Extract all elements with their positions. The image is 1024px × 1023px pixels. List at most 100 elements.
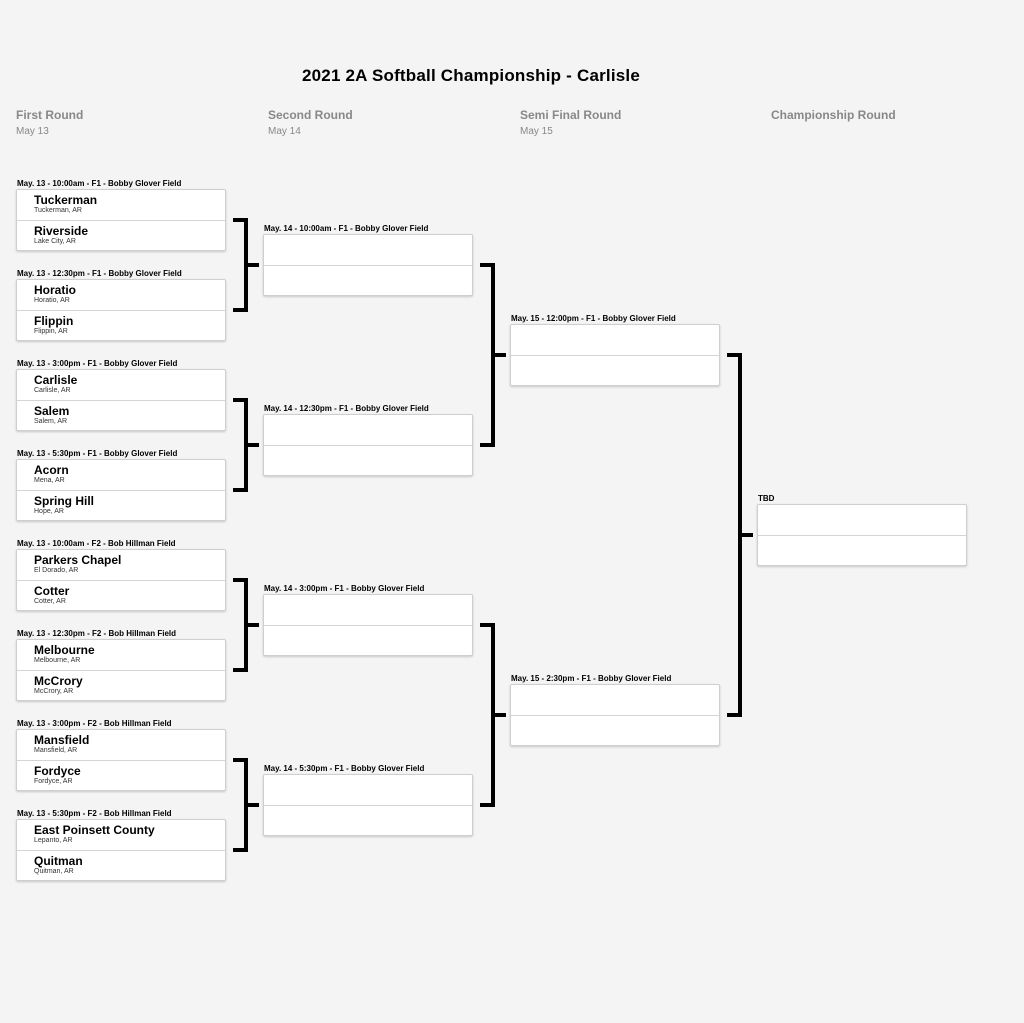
team-name: Quitman: [34, 854, 83, 868]
matchup-r1-6[interactable]: Melbourne Melbourne, AR McCrory McCrory,…: [16, 639, 226, 701]
connector-r2-g2: [480, 623, 506, 807]
team-slot-empty[interactable]: [264, 595, 472, 626]
team-slot[interactable]: East Poinsett County Lepanto, AR: [17, 820, 225, 851]
round-header-championship: Championship Round: [771, 108, 1001, 126]
team-name: Parkers Chapel: [34, 553, 122, 567]
team-name: Cotter: [34, 584, 70, 598]
team-location: Melbourne, AR: [34, 657, 81, 664]
team-location: McCrory, AR: [34, 688, 74, 695]
team-location: Cotter, AR: [34, 598, 66, 605]
connector-r1-g4: [233, 758, 259, 852]
round-header-semi: Semi Final Round May 15: [520, 108, 750, 138]
matchup-r1-8[interactable]: East Poinsett County Lepanto, AR Quitman…: [16, 819, 226, 881]
game-label-r2-3: May. 14 - 3:00pm - F1 - Bobby Glover Fie…: [264, 584, 425, 593]
round-name: Second Round: [268, 108, 353, 122]
team-location: Flippin, AR: [34, 328, 68, 335]
team-slot[interactable]: Fordyce Fordyce, AR: [17, 761, 225, 791]
team-slot-empty[interactable]: [264, 266, 472, 296]
team-slot[interactable]: Riverside Lake City, AR: [17, 221, 225, 251]
team-slot[interactable]: Salem Salem, AR: [17, 401, 225, 431]
team-slot[interactable]: Flippin Flippin, AR: [17, 311, 225, 341]
matchup-r1-3[interactable]: Carlisle Carlisle, AR Salem Salem, AR: [16, 369, 226, 431]
matchup-r2-1[interactable]: [263, 234, 473, 296]
game-label-r1-8: May. 13 - 5:30pm - F2 - Bob Hillman Fiel…: [17, 809, 172, 818]
team-name: Tuckerman: [34, 193, 98, 207]
game-label-r1-3: May. 13 - 3:00pm - F1 - Bobby Glover Fie…: [17, 359, 178, 368]
game-label-r1-7: May. 13 - 3:00pm - F2 - Bob Hillman Fiel…: [17, 719, 172, 728]
round-date: May 14: [268, 126, 301, 137]
team-location: Tuckerman, AR: [34, 207, 82, 214]
team-name: McCrory: [34, 674, 83, 688]
game-label-r1-5: May. 13 - 10:00am - F2 - Bob Hillman Fie…: [17, 539, 176, 548]
team-slot[interactable]: Melbourne Melbourne, AR: [17, 640, 225, 671]
game-label-r1-2: May. 13 - 12:30pm - F1 - Bobby Glover Fi…: [17, 269, 182, 278]
team-slot-empty[interactable]: [264, 626, 472, 656]
team-slot[interactable]: Carlisle Carlisle, AR: [17, 370, 225, 401]
team-slot-empty[interactable]: [758, 536, 966, 566]
team-name: Horatio: [34, 283, 76, 297]
matchup-r1-1[interactable]: Tuckerman Tuckerman, AR Riverside Lake C…: [16, 189, 226, 251]
round-name: Semi Final Round: [520, 108, 622, 122]
team-location: Quitman, AR: [34, 868, 74, 875]
team-slot-empty[interactable]: [511, 685, 719, 716]
matchup-championship[interactable]: [757, 504, 967, 566]
matchup-r2-4[interactable]: [263, 774, 473, 836]
team-name: Flippin: [34, 314, 74, 328]
team-name: Riverside: [34, 224, 89, 238]
matchup-r3-1[interactable]: [510, 324, 720, 386]
connector-r1-g2: [233, 398, 259, 492]
team-location: Lepanto, AR: [34, 837, 73, 844]
team-location: Lake City, AR: [34, 238, 76, 245]
team-slot[interactable]: Quitman Quitman, AR: [17, 851, 225, 881]
connector-r1-g3: [233, 578, 259, 672]
game-label-r1-4: May. 13 - 5:30pm - F1 - Bobby Glover Fie…: [17, 449, 178, 458]
team-slot-empty[interactable]: [264, 415, 472, 446]
game-label-r3-2: May. 15 - 2:30pm - F1 - Bobby Glover Fie…: [511, 674, 672, 683]
team-slot-empty[interactable]: [511, 356, 719, 386]
team-slot[interactable]: Spring Hill Hope, AR: [17, 491, 225, 521]
matchup-r1-7[interactable]: Mansfield Mansfield, AR Fordyce Fordyce,…: [16, 729, 226, 791]
team-location: Mena, AR: [34, 477, 65, 484]
team-slot[interactable]: Horatio Horatio, AR: [17, 280, 225, 311]
matchup-r3-2[interactable]: [510, 684, 720, 746]
team-slot[interactable]: McCrory McCrory, AR: [17, 671, 225, 701]
round-name: First Round: [16, 108, 84, 122]
round-name: Championship Round: [771, 108, 896, 122]
team-slot[interactable]: Tuckerman Tuckerman, AR: [17, 190, 225, 221]
game-label-r1-1: May. 13 - 10:00am - F1 - Bobby Glover Fi…: [17, 179, 182, 188]
team-slot-empty[interactable]: [264, 235, 472, 266]
team-slot[interactable]: Parkers Chapel El Dorado, AR: [17, 550, 225, 581]
team-name: East Poinsett County: [34, 823, 155, 837]
team-slot-empty[interactable]: [511, 325, 719, 356]
team-location: Mansfield, AR: [34, 747, 78, 754]
round-date: May 13: [16, 126, 49, 137]
matchup-r1-5[interactable]: Parkers Chapel El Dorado, AR Cotter Cott…: [16, 549, 226, 611]
team-slot-empty[interactable]: [511, 716, 719, 746]
team-location: Hope, AR: [34, 508, 64, 515]
matchup-r2-2[interactable]: [263, 414, 473, 476]
matchup-r2-3[interactable]: [263, 594, 473, 656]
team-location: Carlisle, AR: [34, 387, 71, 394]
team-slot-empty[interactable]: [264, 446, 472, 476]
team-slot-empty[interactable]: [264, 775, 472, 806]
game-label-r2-2: May. 14 - 12:30pm - F1 - Bobby Glover Fi…: [264, 404, 429, 413]
team-slot-empty[interactable]: [758, 505, 966, 536]
game-label-championship: TBD: [758, 494, 775, 503]
team-slot-empty[interactable]: [264, 806, 472, 836]
game-label-r3-1: May. 15 - 12:00pm - F1 - Bobby Glover Fi…: [511, 314, 676, 323]
round-header-first: First Round May 13: [16, 108, 246, 138]
team-location: Horatio, AR: [34, 297, 70, 304]
team-name: Mansfield: [34, 733, 90, 747]
round-date: May 15: [520, 126, 553, 137]
team-name: Melbourne: [34, 643, 95, 657]
round-header-second: Second Round May 14: [268, 108, 498, 138]
connector-r3-g1: [727, 353, 753, 717]
team-location: El Dorado, AR: [34, 567, 79, 574]
team-slot[interactable]: Mansfield Mansfield, AR: [17, 730, 225, 761]
team-slot[interactable]: Acorn Mena, AR: [17, 460, 225, 491]
team-slot[interactable]: Cotter Cotter, AR: [17, 581, 225, 611]
matchup-r1-4[interactable]: Acorn Mena, AR Spring Hill Hope, AR: [16, 459, 226, 521]
team-name: Spring Hill: [34, 494, 94, 508]
matchup-r1-2[interactable]: Horatio Horatio, AR Flippin Flippin, AR: [16, 279, 226, 341]
